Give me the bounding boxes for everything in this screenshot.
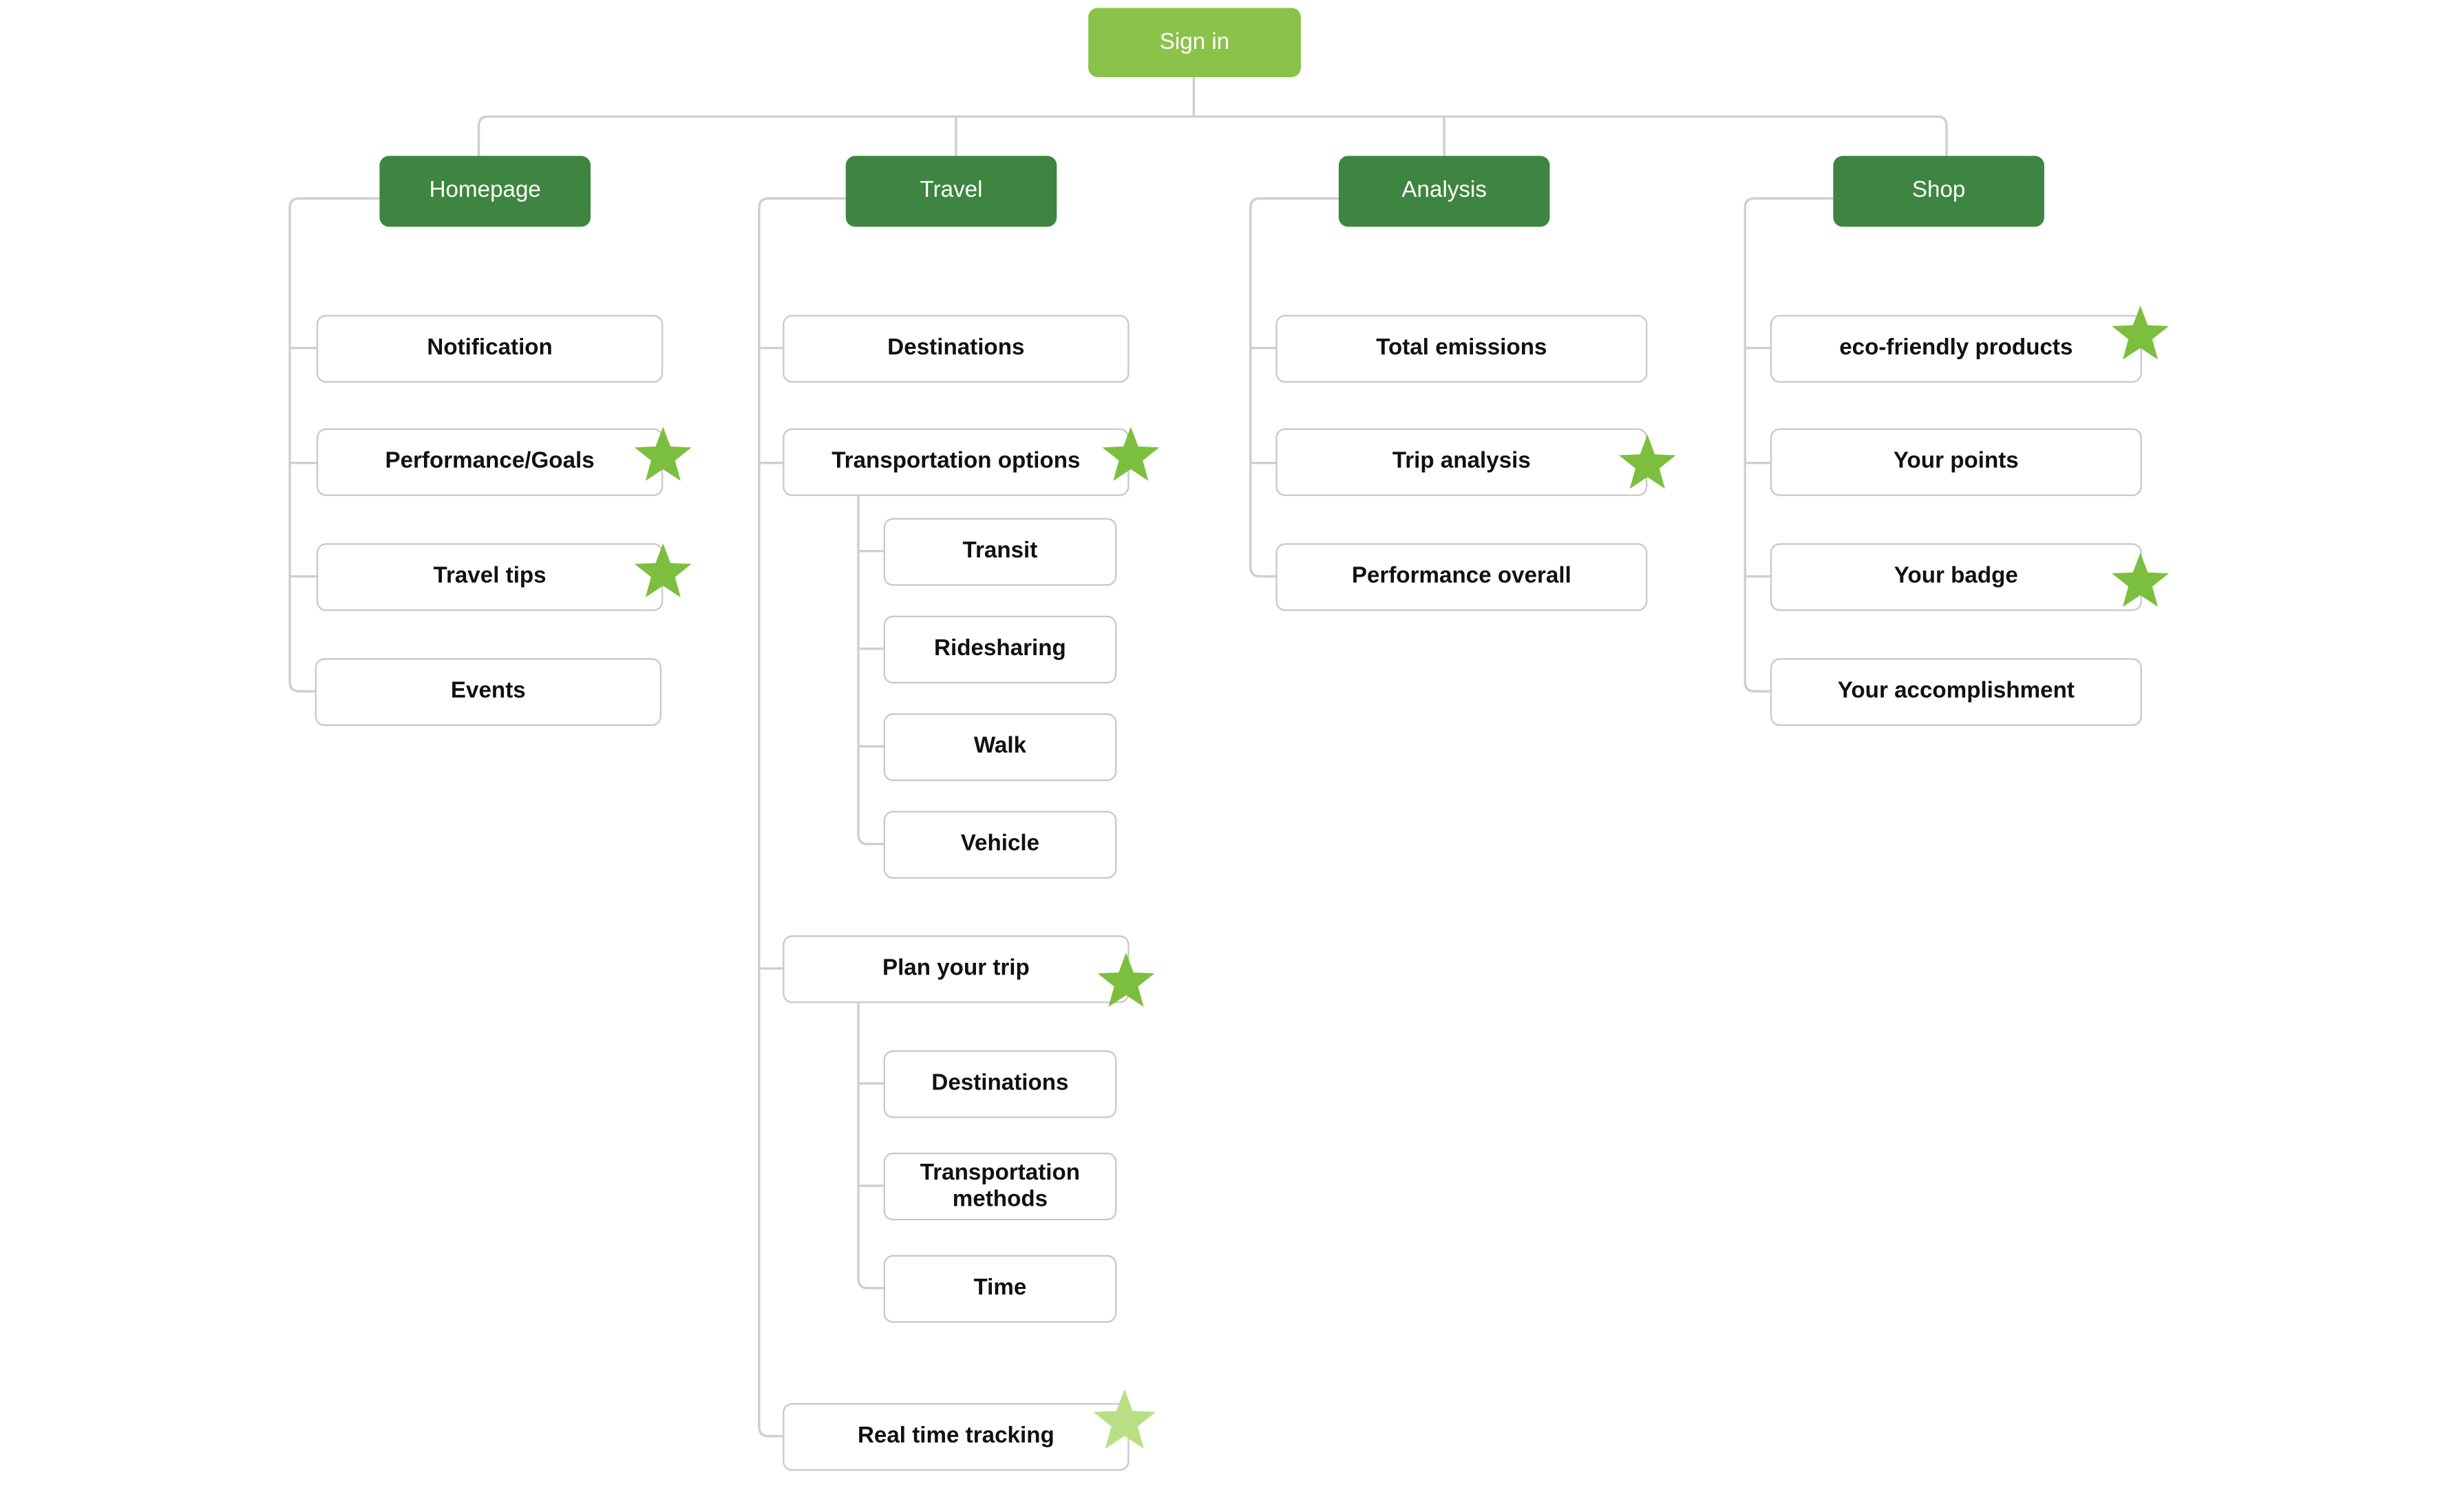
connector-line xyxy=(1249,197,1339,578)
star-icon xyxy=(1102,427,1160,481)
node-eco-friendly-products: eco-friendly products xyxy=(1770,315,2142,383)
star-icon xyxy=(1097,952,1155,1007)
node-walk: Walk xyxy=(883,713,1117,781)
node-notification: Notification xyxy=(316,315,664,383)
node-transportation-options: Transportation options xyxy=(783,428,1130,496)
node-real-time-tracking: Real time tracking xyxy=(783,1403,1130,1471)
node-your-accomplishment: Your accomplishment xyxy=(1770,658,2142,726)
node-time: Time xyxy=(883,1255,1117,1323)
category-homepage: Homepage xyxy=(379,156,591,227)
node-performance-overall: Performance overall xyxy=(1275,543,1648,611)
node-transit: Transit xyxy=(883,518,1117,586)
category-travel: Travel xyxy=(845,156,1057,227)
connector-line xyxy=(477,115,1948,156)
category-shop: Shop xyxy=(1833,156,2044,227)
node-your-points: Your points xyxy=(1770,428,2142,496)
node-total-emissions: Total emissions xyxy=(1275,315,1648,383)
node-events: Events xyxy=(315,658,662,726)
star-icon xyxy=(1619,434,1676,489)
node-transportation-methods: Transportation methods xyxy=(883,1152,1117,1221)
category-analysis: Analysis xyxy=(1338,156,1550,227)
node-ridesharing: Ridesharing xyxy=(883,615,1117,684)
star-icon xyxy=(2112,553,2169,607)
node-your-badge: Your badge xyxy=(1770,543,2142,611)
star-icon xyxy=(1093,1389,1156,1449)
star-icon xyxy=(634,427,692,481)
star-icon xyxy=(2112,305,2169,360)
star-icon xyxy=(634,543,692,598)
node-travel-tips: Travel tips xyxy=(316,543,664,611)
connector-line xyxy=(758,197,846,1438)
connector-line xyxy=(857,1003,884,1290)
root-node-sign-in: Sign in xyxy=(1088,8,1301,78)
node-vehicle: Vehicle xyxy=(883,811,1117,879)
connector-line xyxy=(857,496,884,846)
node-plan-your-trip: Plan your trip xyxy=(783,935,1130,1003)
connector-line xyxy=(1743,197,1834,693)
connector-line xyxy=(288,197,380,693)
node-plan-destinations: Destinations xyxy=(883,1050,1117,1118)
node-destinations: Destinations xyxy=(783,315,1130,383)
node-trip-analysis: Trip analysis xyxy=(1275,428,1648,496)
node-performance-goals: Performance/Goals xyxy=(316,428,664,496)
